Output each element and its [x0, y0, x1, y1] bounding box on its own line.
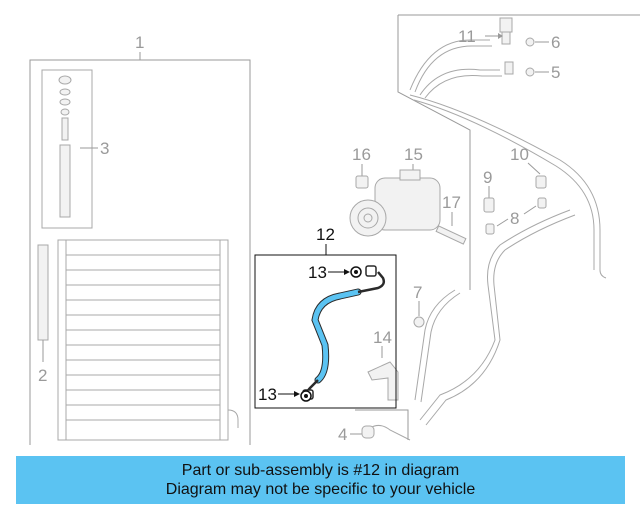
- callout-4[interactable]: 4: [338, 425, 347, 444]
- condenser: 2: [37, 239, 239, 441]
- assembly-12-box: [254, 254, 397, 409]
- callout-16[interactable]: 16: [352, 145, 371, 164]
- callout-9[interactable]: 9: [483, 168, 492, 187]
- callout-10[interactable]: 10: [510, 145, 529, 164]
- callout-2[interactable]: 2: [38, 366, 47, 385]
- callout-13-bottom[interactable]: 13: [258, 385, 277, 404]
- receiver-drier: [58, 75, 72, 218]
- parts-diagram: 1 3 2: [29, 14, 640, 445]
- callout-6[interactable]: 6: [551, 33, 560, 52]
- banner-line-1: Part or sub-assembly is #12 in diagram: [181, 462, 460, 479]
- callout-11[interactable]: 11: [458, 27, 476, 46]
- ac-hose[interactable]: [302, 265, 386, 400]
- callout-12[interactable]: 12: [316, 225, 335, 244]
- callout-8[interactable]: 8: [510, 209, 519, 228]
- pressure-switch-11: 11 6 5: [458, 17, 560, 82]
- banner-line-2: Diagram may not be specific to your vehi…: [165, 481, 476, 498]
- callout-14[interactable]: 14: [373, 328, 392, 347]
- misc-parts: 7 14 4: [338, 283, 425, 444]
- callout-17[interactable]: 17: [442, 193, 461, 212]
- condenser-group: 1 3 2: [29, 33, 251, 445]
- callout-7[interactable]: 7: [413, 283, 422, 302]
- callout-1[interactable]: 1: [135, 33, 144, 52]
- info-banner: Part or sub-assembly is #12 in diagram D…: [16, 456, 625, 504]
- callout-3[interactable]: 3: [100, 139, 109, 158]
- valves-group: 9 10 8: [483, 145, 547, 235]
- hose-assembly-12[interactable]: 12 13 13: [254, 225, 397, 409]
- callout-5[interactable]: 5: [551, 63, 560, 82]
- compressor: [349, 169, 441, 237]
- callout-13-top[interactable]: 13: [308, 263, 327, 282]
- callout-15[interactable]: 15: [404, 145, 423, 164]
- compressor-group: 16 15 17: [349, 145, 467, 245]
